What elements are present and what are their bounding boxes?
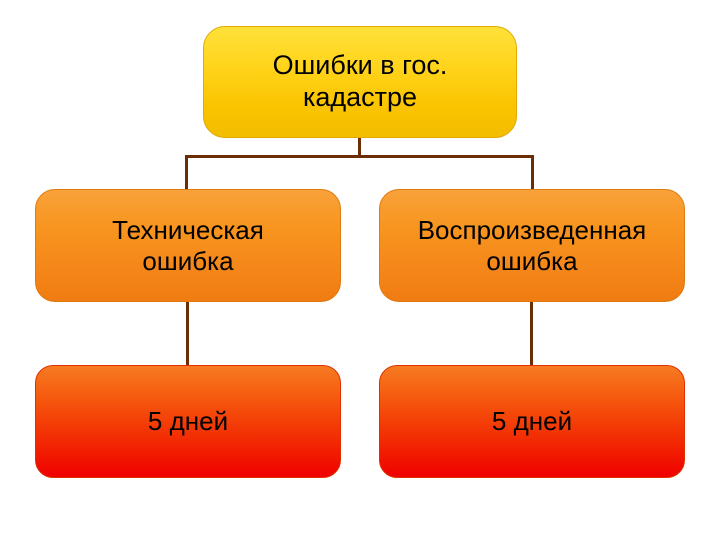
node-root-label: Ошибки в гос. кадастре bbox=[272, 50, 448, 112]
connector-reproduced-error-to-term bbox=[530, 300, 533, 367]
connector-horizontal-bus bbox=[185, 155, 534, 158]
node-technical-error-term: 5 дней bbox=[35, 365, 341, 478]
connector-to-technical-error bbox=[185, 155, 188, 191]
node-reproduced-error-term-label: 5 дней bbox=[491, 406, 573, 437]
node-reproduced-error: Воспроизведенная ошибка bbox=[379, 189, 685, 302]
node-technical-error: Техническая ошибка bbox=[35, 189, 341, 302]
node-reproduced-error-term: 5 дней bbox=[379, 365, 685, 478]
node-technical-error-term-label: 5 дней bbox=[147, 406, 229, 437]
connector-technical-error-to-term bbox=[186, 300, 189, 367]
node-root: Ошибки в гос. кадастре bbox=[203, 26, 517, 138]
connector-root-stem bbox=[358, 138, 361, 157]
node-reproduced-error-label: Воспроизведенная ошибка bbox=[417, 214, 647, 276]
connector-to-reproduced-error bbox=[531, 155, 534, 191]
node-technical-error-label: Техническая ошибка bbox=[112, 214, 264, 276]
